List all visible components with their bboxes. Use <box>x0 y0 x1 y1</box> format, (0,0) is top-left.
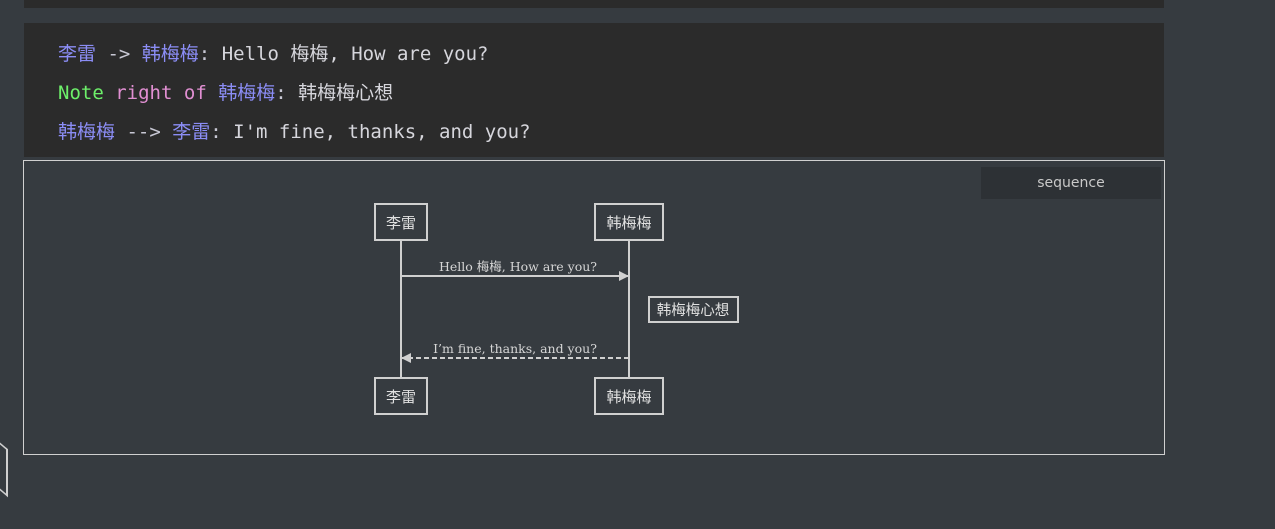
code-actor: 李雷 <box>58 43 97 65</box>
code-line-2: Note right of 韩梅梅: 韩梅梅心想 <box>58 78 393 105</box>
message-label: Hello 梅梅, How are you? <box>439 259 597 274</box>
actor-box-bottom-hanmeimei[interactable]: 韩梅梅 <box>594 377 664 415</box>
message-label: I’m fine, thanks, and you? <box>433 341 597 356</box>
language-badge[interactable]: sequence <box>981 167 1161 199</box>
code-separator: : <box>210 121 234 143</box>
actor-label: 韩梅梅 <box>606 388 651 406</box>
code-arrow: -> <box>96 43 142 65</box>
code-arrow: --> <box>115 121 173 143</box>
note-box[interactable]: 韩梅梅心想 <box>648 296 739 323</box>
actor-label: 韩梅梅 <box>606 214 651 232</box>
code-actor: 韩梅梅 <box>218 82 276 104</box>
code-line-3: 韩梅梅 --> 李雷: I'm fine, thanks, and you? <box>58 117 531 144</box>
code-keyword: right <box>115 82 173 104</box>
sequence-diagram: 李雷 韩梅梅 Hello 梅梅, How are you? 韩梅梅心想 I’m … <box>374 203 739 415</box>
note-text: 韩梅梅心想 <box>657 302 730 319</box>
code-note-keyword: Note <box>58 82 104 104</box>
code-message: I'm fine, thanks, and you? <box>233 121 531 143</box>
actor-label: 李雷 <box>386 388 416 406</box>
actor-box-top-hanmeimei[interactable]: 韩梅梅 <box>594 203 664 241</box>
message-1: Hello 梅梅, How are you? <box>401 259 629 281</box>
actor-box-bottom-lilei[interactable]: 李雷 <box>374 377 428 415</box>
sidebar-toggle-icon[interactable] <box>0 430 8 498</box>
actor-box-top-lilei[interactable]: 李雷 <box>374 203 428 241</box>
code-separator: : <box>275 82 299 104</box>
code-actor: 李雷 <box>172 121 211 143</box>
code-separator: : <box>198 43 222 65</box>
actor-label: 李雷 <box>386 214 416 232</box>
code-block[interactable]: 李雷 -> 韩梅梅: Hello 梅梅, How are you? Note r… <box>24 23 1164 157</box>
code-message: 韩梅梅心想 <box>298 82 394 104</box>
previous-block-edge <box>24 0 1164 8</box>
code-line-1: 李雷 -> 韩梅梅: Hello 梅梅, How are you? <box>58 39 488 66</box>
code-actor: 韩梅梅 <box>141 43 199 65</box>
code-message: Hello 梅梅, How are you? <box>221 43 489 65</box>
sequence-diagram-frame[interactable]: sequence 李雷 韩梅梅 Hello 梅梅, How are you? 韩… <box>23 160 1165 455</box>
message-2: I’m fine, thanks, and you? <box>401 341 629 363</box>
code-actor: 韩梅梅 <box>58 121 116 143</box>
code-keyword: of <box>183 82 207 104</box>
